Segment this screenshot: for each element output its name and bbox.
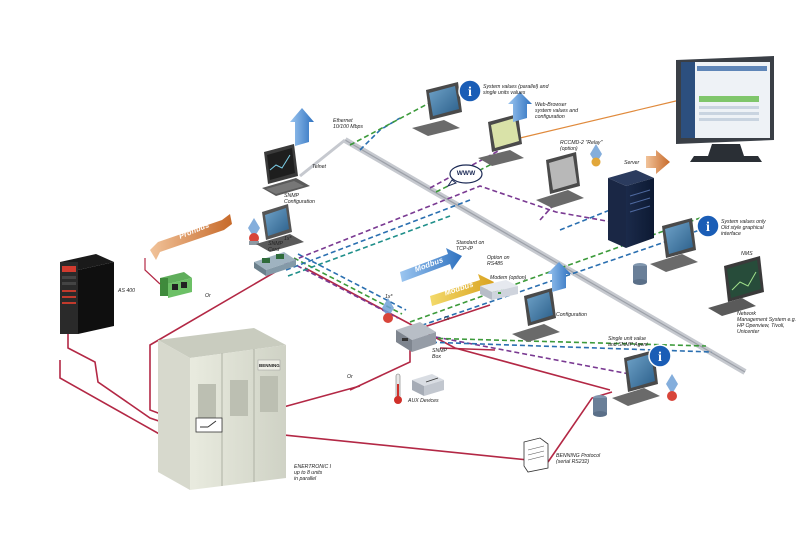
- label-benning-protocol: BENNING Protocol (serial RS232): [556, 453, 601, 465]
- web-link-line: [519, 99, 681, 139]
- single-unit-alarm-light: [666, 374, 678, 401]
- svg-text:i: i: [706, 220, 710, 235]
- label-standard-tcp: Standard on TCP-IP: [456, 240, 485, 252]
- snmp-card-device: [254, 252, 296, 276]
- database-icon: [593, 395, 607, 417]
- svg-text:i: i: [658, 350, 662, 365]
- telnet-computer: [262, 144, 310, 196]
- laptop-configuration: [512, 288, 560, 342]
- card-alarm-light: [248, 218, 260, 245]
- label-web-browser: Web-Browser system values and configurat…: [535, 102, 578, 120]
- big-monitor: [676, 56, 774, 162]
- profibus-cable: [144, 258, 161, 285]
- label-cabinet-brand: BENNING: [259, 363, 280, 368]
- as400-server: [60, 254, 114, 334]
- svg-text:i: i: [468, 85, 472, 100]
- laptop-rccmd: [536, 152, 584, 208]
- label-snmp-box: SNMP Box: [432, 348, 447, 360]
- label-option-rs485: Option on RS485: [487, 255, 510, 267]
- telnet-arrow: [290, 108, 314, 146]
- aux-switch-device: [412, 374, 444, 396]
- label-telnet: Telnet: [312, 164, 326, 170]
- label-modem: Modem (option): [490, 275, 527, 281]
- label-snmp-configuration: SNMP Configuration: [284, 193, 315, 205]
- info-icon-1: i: [458, 79, 482, 103]
- laptop-single-unit: [612, 350, 660, 406]
- modem-device: [480, 280, 518, 300]
- label-or-card: Or: [205, 293, 211, 299]
- label-as400: AS 400: [118, 288, 136, 294]
- rccmd-alarm-light: [590, 144, 602, 167]
- ethernet-backbone: [299, 137, 747, 375]
- label-ethernet: Ethernet 10/100 Mbps: [333, 118, 363, 130]
- label-or-power: Or: [347, 374, 353, 380]
- document-icon: [523, 437, 549, 473]
- box-alarm-light: [382, 298, 394, 323]
- label-enertronic: ENERTRONIC I up to 8 units in parallel: [294, 464, 332, 482]
- thermometer-icon: [394, 373, 402, 404]
- info-icon-3: i: [648, 344, 672, 368]
- database-small-icon: [633, 263, 647, 285]
- label-snmp-card: SNMP Card: [268, 241, 283, 253]
- label-configuration: Configuration: [556, 312, 587, 318]
- modbus-arrow-blue: [400, 248, 462, 282]
- label-1x-card: 1x*: [284, 236, 292, 242]
- label-single-unit: Single unit value and SNMP Agent: [608, 336, 648, 348]
- info-icon-2: i: [696, 214, 720, 238]
- label-nms: NMS: [741, 251, 753, 257]
- server-tower: [608, 170, 654, 248]
- label-nms-description: Network Management System e.g. HP Openvi…: [737, 311, 797, 335]
- laptop-web-browser: [478, 114, 524, 166]
- enertronic-switch: [195, 417, 223, 433]
- profibus-arrow: [150, 214, 232, 260]
- server-arrow: [646, 150, 670, 174]
- modbus-arrow-yellow: [430, 274, 494, 306]
- laptop-graphical: [650, 218, 698, 272]
- label-rccmd: RCCMD-2 "Relay" (option): [560, 140, 603, 152]
- www-cloud-icon: [446, 164, 483, 188]
- label-system-values-graphical: System values only Old style graphical i…: [721, 219, 766, 237]
- label-www: WWW: [456, 170, 476, 177]
- label-server: Server: [624, 160, 640, 166]
- label-or-box: Or: [444, 316, 450, 322]
- laptop-system-values: [412, 82, 462, 136]
- label-system-values-parallel: System values (parallel) and single unit…: [483, 84, 549, 96]
- web-browser-arrow: [508, 92, 532, 122]
- profibus-module: [160, 272, 192, 298]
- label-1x-box: 1x*: [385, 294, 393, 300]
- enertronic-cabinet: [158, 328, 286, 490]
- nms-computer: [708, 256, 764, 316]
- configuration-arrow: [547, 262, 571, 292]
- snmp-box-device: [396, 322, 436, 352]
- snmp-config-computer: [256, 204, 304, 252]
- label-aux-devices: AUX Devices: [408, 398, 439, 404]
